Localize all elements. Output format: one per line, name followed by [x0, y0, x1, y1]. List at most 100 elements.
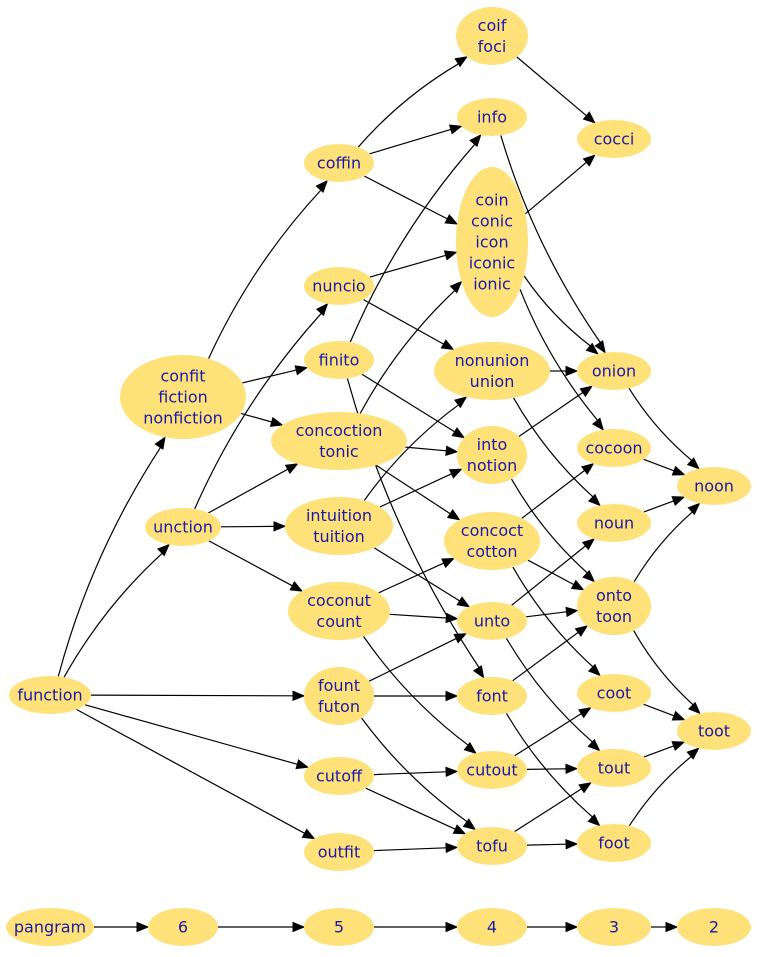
node-coot: coot: [577, 674, 651, 712]
edges-layer: [57, 56, 701, 933]
edge-line: [363, 299, 444, 345]
edge-concoct-to-cocoon: [521, 463, 595, 519]
edge-outfit-to-tofu: [373, 842, 459, 854]
edge-tofu-to-tout: [514, 782, 592, 833]
edge-concoct-to-coot: [512, 566, 601, 677]
node-shape: [288, 582, 390, 640]
edge-nuncio-to-nonunion: [363, 299, 455, 351]
node-shape: [120, 355, 246, 439]
arrowhead: [294, 365, 309, 376]
edge-unction-to-concoction: [208, 463, 299, 514]
edge-coconut-to-unto: [389, 612, 459, 624]
node-unction: unction: [145, 508, 221, 546]
arrowhead: [295, 759, 310, 770]
node-shape: [577, 674, 651, 712]
arrowhead: [472, 665, 485, 679]
node-label: info: [477, 108, 507, 127]
arrowhead: [582, 111, 596, 124]
node-label: foot: [598, 834, 629, 853]
edge-function-to-confit: [57, 436, 166, 677]
node-pangram: pangram: [6, 908, 94, 946]
arrowhead: [292, 921, 306, 933]
arrowhead: [445, 921, 459, 933]
node-shape: [145, 508, 221, 546]
edge-line: [510, 478, 588, 574]
node-l2: 2: [677, 908, 751, 946]
arrowhead: [585, 342, 599, 355]
node-label: fount: [318, 676, 360, 695]
node-label: onto: [596, 586, 632, 605]
node-label: coot: [597, 684, 632, 703]
arrowhead: [565, 921, 579, 933]
edge-onion-to-noon: [628, 387, 700, 470]
node-shape: [456, 167, 528, 317]
node-label: into: [477, 435, 508, 454]
node-shape: [577, 352, 651, 390]
edge-tout-to-toot: [643, 741, 686, 758]
arrowhead: [284, 463, 299, 475]
node-label: coin: [475, 191, 508, 210]
edge-line: [514, 788, 582, 833]
node-label: union: [470, 372, 515, 391]
arrowhead: [448, 468, 463, 479]
node-function: function: [9, 676, 91, 714]
arrowhead: [453, 633, 468, 644]
edge-concoct-to-onto: [527, 559, 585, 591]
node-toot: toot: [677, 712, 751, 750]
edge-l3-to-l2: [651, 921, 679, 933]
node-font: font: [457, 677, 527, 715]
edge-finito-to-info: [349, 134, 482, 343]
node-shape: [304, 341, 374, 379]
arrowhead: [445, 612, 459, 624]
node-l5: 5: [304, 908, 374, 946]
node-label: cotton: [466, 542, 517, 561]
node-label: notion: [467, 456, 518, 475]
node-label: confit: [160, 367, 205, 386]
edge-line: [505, 637, 593, 743]
node-label: tout: [598, 759, 630, 778]
nodes-layer: functionconfitfictionnonfictionunctionco…: [6, 7, 751, 946]
node-label: coconut: [307, 591, 371, 610]
edge-unction-to-coconut: [208, 540, 304, 592]
edge-line: [511, 545, 586, 606]
node-shape: [577, 120, 651, 158]
arrowhead: [587, 493, 601, 507]
edge-line: [525, 161, 587, 215]
node-shape: [457, 426, 527, 484]
edge-function-to-unction: [63, 543, 170, 678]
node-shape: [457, 602, 527, 640]
edge-function-to-outfit: [76, 708, 316, 840]
node-shape: [677, 908, 751, 946]
edge-coffin-to-coin: [364, 175, 459, 225]
edge-line: [405, 446, 447, 452]
arrowhead: [671, 741, 686, 751]
arrowhead: [269, 416, 284, 427]
node-finito: finito: [304, 341, 374, 379]
edge-pangram-to-l6: [94, 921, 150, 933]
edge-line: [523, 275, 591, 347]
arrowhead: [578, 782, 592, 794]
arrowhead: [594, 340, 606, 354]
node-foot: foot: [577, 824, 651, 862]
node-shape: [457, 751, 527, 789]
node-cocci: cocci: [577, 120, 651, 158]
node-label: noon: [694, 477, 734, 496]
node-noun: noun: [577, 504, 651, 542]
arrowhead: [671, 496, 686, 506]
node-outfit: outfit: [304, 833, 374, 871]
edge-line: [628, 387, 693, 461]
arrowhead: [454, 56, 469, 68]
edge-line: [369, 254, 446, 278]
node-shape: [457, 908, 527, 946]
arrowhead: [587, 813, 601, 827]
node-label: 6: [178, 918, 188, 937]
edge-intuition-to-unto: [373, 547, 471, 608]
arrowhead: [686, 747, 700, 760]
arrowhead: [445, 445, 459, 456]
arrowhead: [454, 396, 468, 409]
arrowhead: [688, 701, 701, 715]
node-label: ionic: [473, 275, 511, 294]
